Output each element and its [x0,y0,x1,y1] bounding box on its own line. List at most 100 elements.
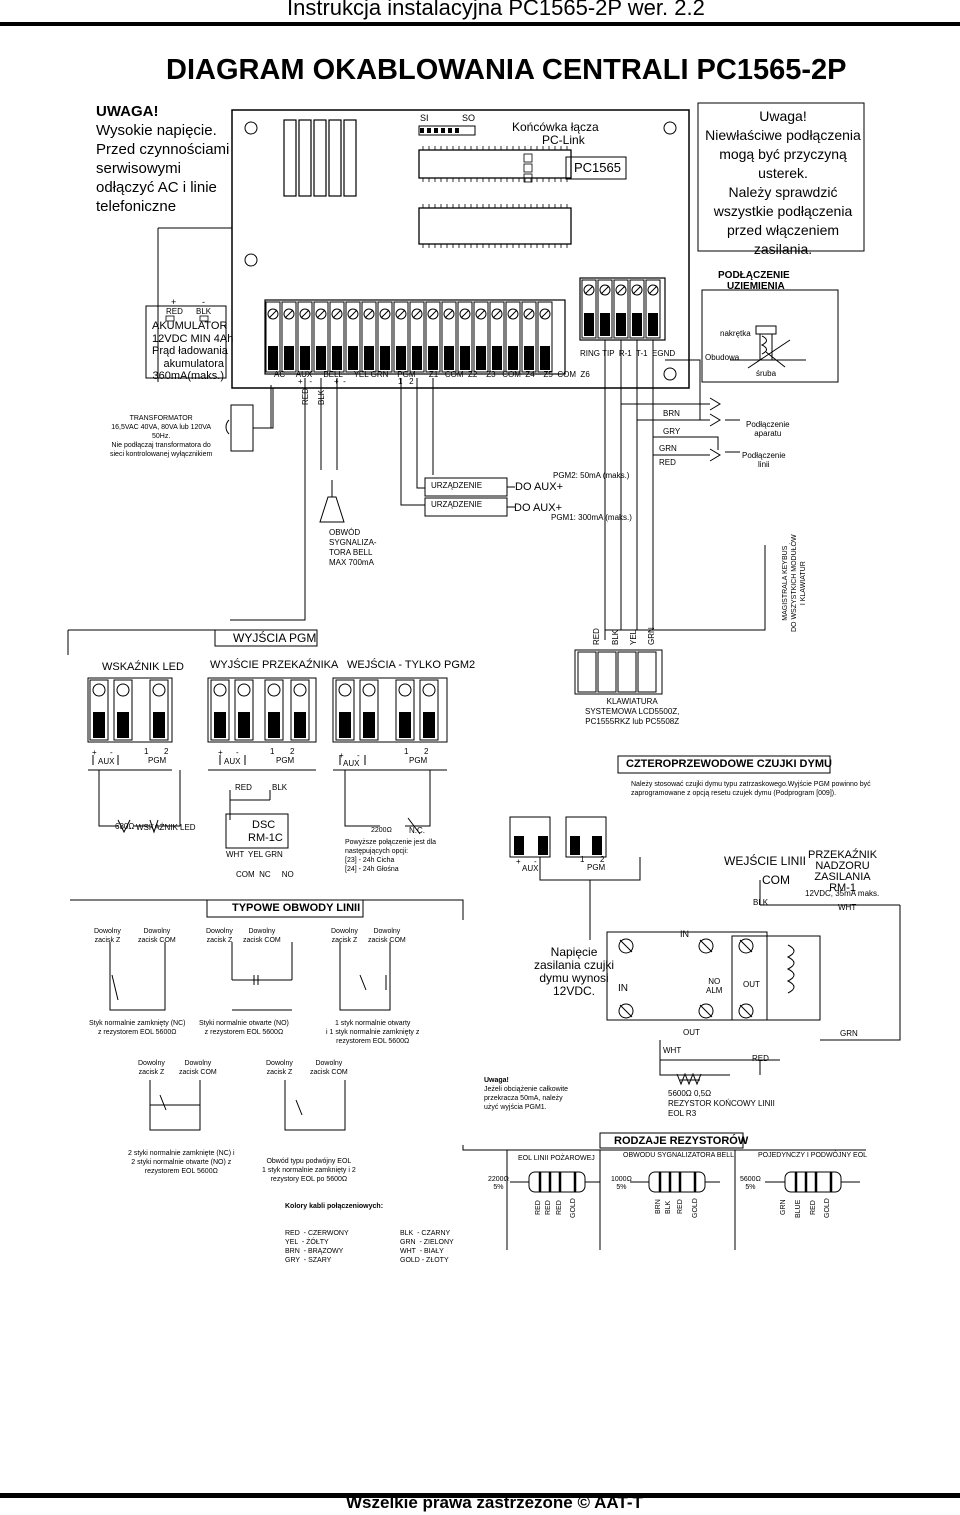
relay-output-title: WYJŚCIE PRZEKAŹNIKA [210,659,339,671]
zone-input: WEJŚCIE LINII [724,854,807,868]
kb-red: RED [592,628,601,645]
pgm-label-3: PGM [409,756,428,765]
single-double-eol: POJEDYNCZY I PODWÓJNY EOL [758,1152,868,1159]
color-legend-title: Kolory kabli połączeniowych: [285,1203,384,1210]
aux-pm-1: + - [92,748,113,757]
band-3-1: GRN [780,1199,787,1215]
pgm-nums-1: 1 2 [144,747,169,756]
aux-label-3: AUX [343,759,360,768]
diagram-title: DIAGRAM OKABLOWANIA CENTRALI PC1565-2P [166,54,847,86]
pgm-label-1: PGM [148,756,167,765]
smoke-grn: GRN [840,1029,858,1038]
warning-line: Wysokie napięcie. [96,122,217,139]
kb-grn: GRN [647,627,656,645]
pgm2-rating: PGM2: 50mA (maks.) [553,471,630,480]
footer-rule [0,1493,960,1498]
band-1-2: RED [545,1200,552,1215]
relay-blk: BLK [272,783,288,792]
smoke-in: IN [618,983,628,994]
bell-circuit-res: OBWODU SYGNALIZATORA BELL [623,1152,734,1159]
smoke-wht: WHT [838,903,857,912]
relay-wht: WHT [226,850,245,859]
smoke-title: CZTEROPRZEWODOWE CZUJKI DYMU [626,758,832,770]
smoke-in-top: IN [680,929,689,939]
battery-blk: BLK [196,307,212,316]
pgm-nums-3: 1 2 [404,747,429,756]
pgm2-nc: N.C. [409,826,425,835]
to-aux-2: DO AUX+ [514,502,562,514]
band-3-3: RED [810,1200,817,1215]
tc2-caption: Styki normalnie otwarte (NO)z rezystorem… [199,1020,289,1036]
band-2-1: BRN [655,1199,662,1214]
pgm-numbers: 1 2 [398,377,414,386]
typical-circuits-title: TYPOWE OBWODY LINII [232,902,361,914]
band-3-2: BLUE [795,1199,802,1218]
eol-fire: EOL LINII POŻAROWEJ [518,1155,595,1162]
pgm2-resistor: 2200Ω [371,827,392,834]
battery-minus: - [202,297,205,307]
to-aux-1: DO AUX+ [515,481,563,493]
smoke-wht-2: WHT [663,1046,682,1055]
aux-polarity: + - [298,377,313,386]
warning-line: Niewłaściwe podłączenia mogą być przyczy… [705,127,861,181]
smoke-out: OUT [743,980,760,989]
wire-gry: GRY [663,427,681,436]
relay-spec: 12VDC, 35mA maks. [805,889,880,898]
board-model: PC1565 [574,160,621,175]
device-2: URZĄDZENIE [431,500,483,509]
terminal-labels: AC AUX BELL YEL GRN PGM Z1 COM Z2 Z3 COM… [274,370,590,379]
rm1c-label: RM-1C [248,832,283,844]
copyright-footer: Wszelkie prawa zastrzeżone © AAT-T [346,1493,643,1512]
band-2-2: BLK [665,1200,672,1214]
warning-heading: Uwaga! [759,108,807,124]
aux-label-1: AUX [98,757,115,766]
band-2-4: GOLD [692,1198,699,1218]
aux-pm-2: + - [218,748,239,757]
band-1-4: GOLD [570,1198,577,1218]
ground-case: Obudowa [705,353,740,362]
header-rule [0,22,960,26]
band-1-3: RED [556,1200,563,1215]
warning-line: serwisowymi [96,160,182,177]
pgm-outputs-title: WYJŚCIA PGM [233,631,317,645]
ground-nut: nakrętka [720,329,751,338]
high-voltage-warning: UWAGA! Wysokie napięcie. Przed czynności… [96,102,229,216]
tc1-caption: Styk normalnie zamknięty (NC)z rezystore… [89,1020,186,1036]
smoke-out-bottom: OUT [683,1028,700,1037]
pgm1-rating: PGM1: 300mA (maks.) [551,513,632,522]
smoke-aux: AUX [522,864,539,873]
si-label: SI [420,113,429,123]
phone-terminals: RING TIP R-1 T-1 EGND [580,349,676,358]
band-2-3: RED [677,1199,684,1214]
aux-pm-3: + - [339,751,360,760]
smoke-pgm-nums: 1 2 [580,855,605,864]
pgm2-input-title: WEJŚCIA - TYLKO PGM2 [347,659,476,671]
resistor-types-title: RODZAJE REZYSTORÓW [614,1135,749,1147]
